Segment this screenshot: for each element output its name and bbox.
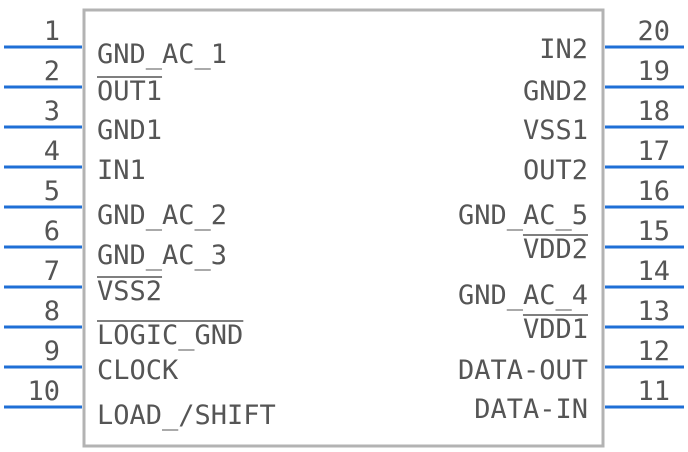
pin-label: OUT2 [523,155,588,186]
pin-number: 12 [637,336,670,367]
pin-label: LOGIC_GND [97,320,243,351]
pin-label: OUT1 [97,76,162,107]
pin-number: 10 [27,376,60,407]
pin-number: 18 [637,96,670,127]
pin-label: VSS2 [97,276,162,307]
pin-label: VSS1 [523,115,588,146]
pin-number: 3 [44,96,60,127]
pin-number: 11 [637,376,670,407]
pin-number: 4 [44,136,60,167]
pin-number: 15 [637,216,670,247]
pin-number: 5 [44,176,60,207]
pin-label: DATA-OUT [458,355,588,386]
pin-number: 7 [44,256,60,287]
pin-number: 17 [637,136,670,167]
ic-body [82,8,605,448]
pin-number: 19 [637,56,670,87]
pin-label: GND_AC_4 [458,280,588,311]
pin-label: VDD1 [523,314,588,345]
pin-label: IN1 [97,155,146,186]
pin-label: GND_AC_2 [97,200,227,231]
pin-label: CLOCK [97,355,179,386]
pin-label: GND_AC_3 [97,240,227,271]
pin-number: 1 [44,16,60,47]
pin-number: 20 [637,16,670,47]
pin-number: 8 [44,296,60,327]
pin-label: GND1 [97,115,162,146]
pin-label: VDD2 [523,234,588,265]
pin-label: GND2 [523,76,588,107]
pin-label: LOAD_/SHIFT [97,400,276,431]
pin-label: GND_AC_1 [97,39,227,70]
pin-number: 13 [637,296,670,327]
pin-number: 9 [44,336,60,367]
pin-number: 6 [44,216,60,247]
pin-label: DATA-IN [474,394,588,425]
pin-label: IN2 [539,34,588,65]
pin-label: GND_AC_5 [458,200,588,231]
pin-number: 2 [44,56,60,87]
pin-number: 14 [637,256,670,287]
pin-number: 16 [637,176,670,207]
